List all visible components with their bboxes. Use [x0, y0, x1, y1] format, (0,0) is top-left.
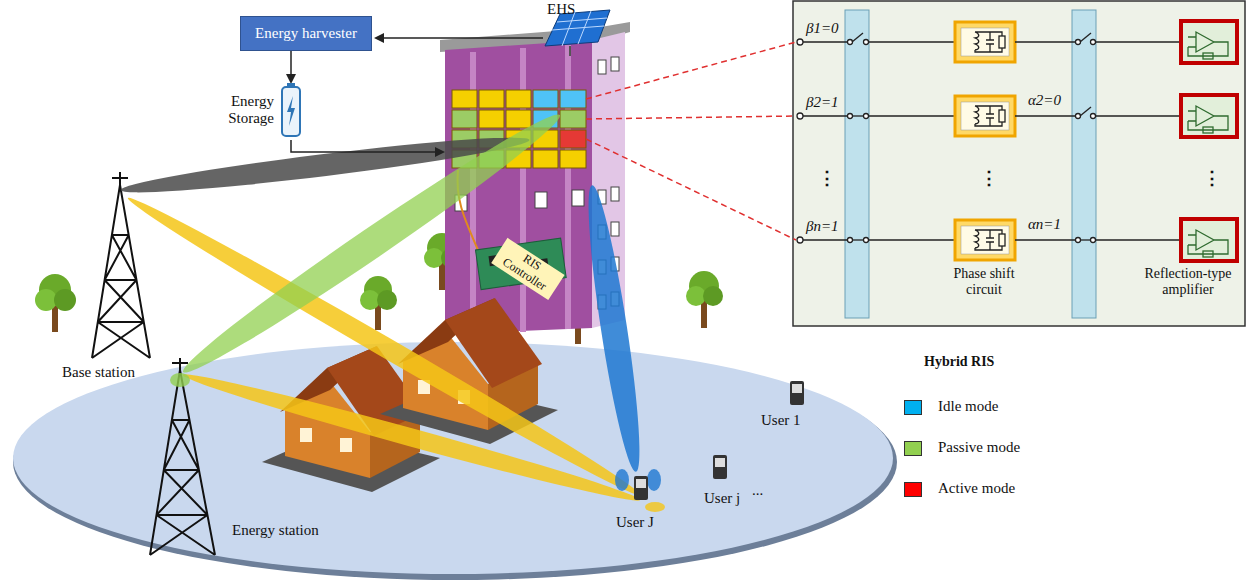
switch-state: α2=0 — [1028, 92, 1061, 109]
scene-label: Base station — [62, 364, 135, 381]
beams — [119, 103, 665, 512]
legend-swatch — [904, 400, 922, 415]
power-wires — [291, 38, 543, 152]
scene-label: User j — [704, 490, 740, 507]
storage-node: Energy Storage — [214, 82, 302, 138]
process-box: Energy harvester — [240, 16, 372, 51]
legend-swatch — [904, 441, 922, 456]
ellipsis: ⋮ — [980, 168, 998, 189]
ellipsis: ⋮ — [818, 168, 836, 189]
switch-state: β2=1 — [806, 94, 839, 111]
battery-bolt — [287, 96, 295, 126]
node-text: Energy Storage — [214, 93, 274, 128]
switch-state: β1=0 — [806, 20, 839, 37]
power-connector — [290, 51, 292, 82]
circuit-panel — [793, 1, 1245, 326]
scene-label: ... — [752, 482, 763, 499]
ellipsis: ⋮ — [1203, 168, 1221, 189]
controller-tag: RIS Controller — [491, 238, 564, 300]
part-name: Reflection-type amplifier — [1136, 266, 1240, 298]
scene-label: User 1 — [761, 412, 801, 429]
battery-body — [282, 87, 300, 136]
scene-label: Energy station — [232, 522, 319, 539]
legend-text: Passive mode — [938, 439, 1020, 456]
scene-label: User J — [616, 514, 654, 531]
legend-text: Active mode — [938, 480, 1015, 497]
part-name: Phase shift circuit — [944, 266, 1024, 298]
scene-label: EHS — [547, 1, 575, 18]
legend-text: Idle mode — [938, 398, 998, 415]
legend-title: Hybrid RIS — [924, 354, 994, 370]
switch-state: αn=1 — [1028, 216, 1061, 233]
leader-lines — [586, 42, 796, 240]
switch-state: βn=1 — [806, 218, 839, 235]
legend-swatch — [904, 482, 922, 497]
phones — [634, 381, 804, 500]
battery-icon — [280, 82, 302, 138]
node-text: Energy harvester — [255, 25, 357, 42]
